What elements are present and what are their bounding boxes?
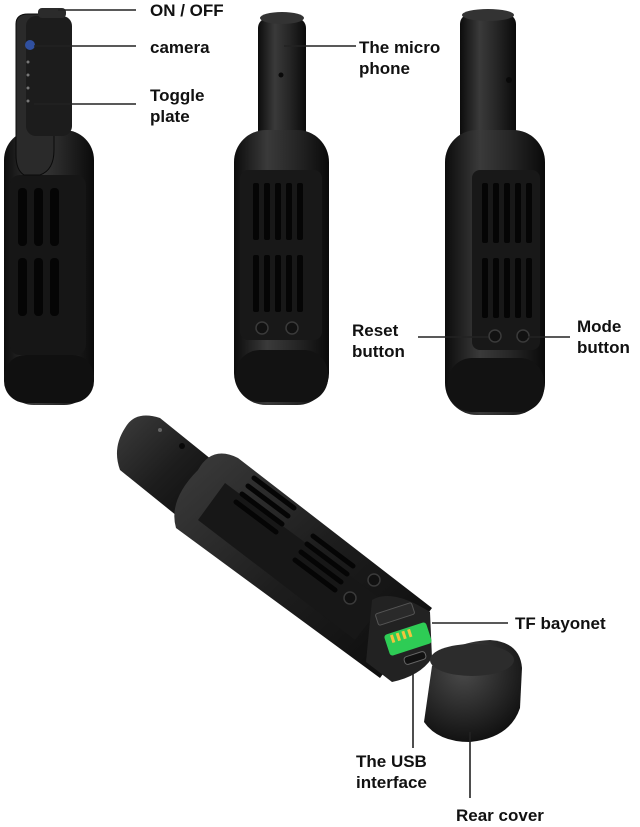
label-rear-cover: Rear cover (456, 806, 544, 825)
label-micro-phone: The micro phone (359, 37, 479, 79)
usb-circuit-board (384, 622, 432, 656)
pen-camera-back-view (234, 12, 329, 405)
label-tf-bayonet: TF bayonet (515, 614, 606, 633)
pen-camera-side-view (4, 8, 94, 405)
label-usb-interface-line2: interface (356, 773, 427, 792)
mode-button-icon (516, 329, 530, 343)
label-toggle-plate-line2: plate (150, 107, 190, 126)
label-on-off: ON / OFF (150, 1, 224, 20)
pen-camera-open-view (116, 415, 432, 682)
label-mode-button: Mode button (577, 316, 639, 358)
label-camera: camera (150, 38, 210, 57)
label-reset-button-line2: button (352, 342, 405, 361)
label-toggle-plate: Toggle plate (150, 85, 270, 127)
label-micro-phone-line2: phone (359, 59, 410, 78)
rear-cover (424, 640, 522, 742)
label-reset-button: Reset button (352, 320, 472, 362)
leader-lines (34, 9, 570, 798)
label-usb-interface-line1: The USB (356, 752, 427, 771)
label-reset-button-line1: Reset (352, 321, 399, 340)
microphone-hole-icon (278, 72, 284, 78)
label-mode-button-line2: button (577, 338, 630, 357)
camera-lens-icon (25, 40, 35, 50)
pen-camera-back-view-right (445, 9, 545, 415)
usb-port-icon (403, 651, 427, 665)
label-mode-button-line1: Mode (577, 317, 622, 336)
reset-button-icon (488, 329, 502, 343)
label-toggle-plate-line1: Toggle (150, 86, 205, 105)
label-usb-interface: The USB interface (356, 751, 476, 793)
label-micro-phone-line1: The micro (359, 38, 441, 57)
tf-card-slot (375, 602, 415, 626)
